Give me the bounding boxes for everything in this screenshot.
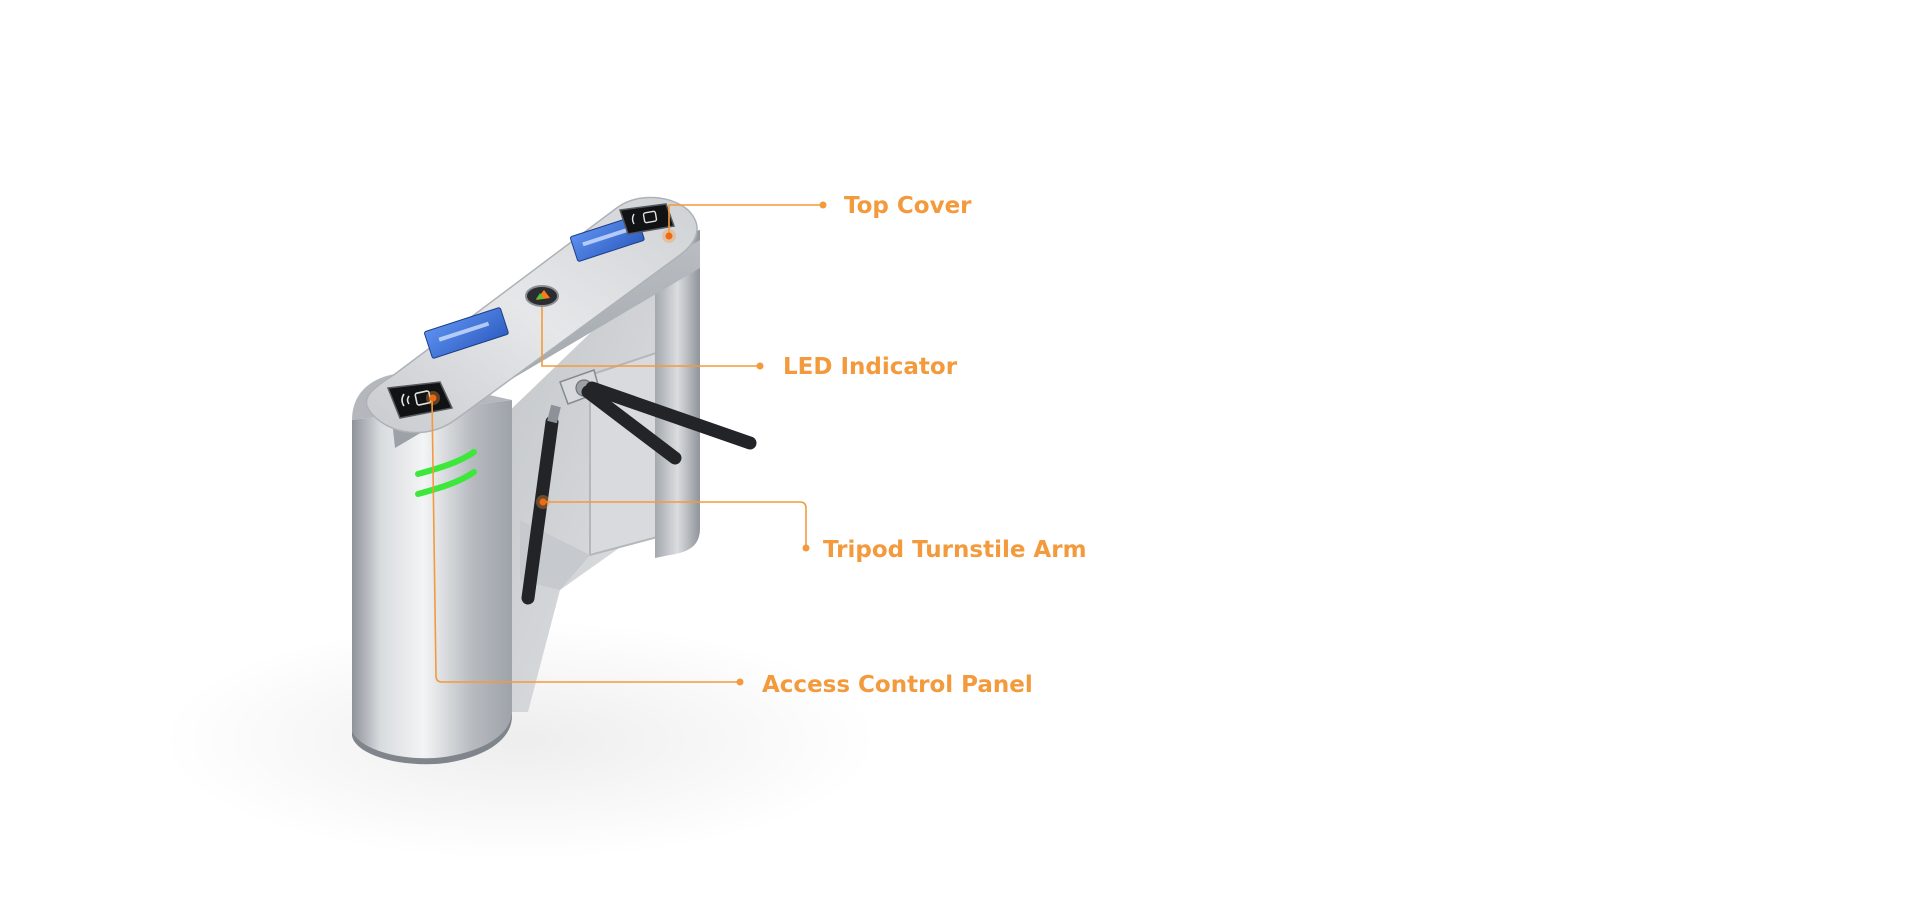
- green-light-lower: [415, 469, 477, 497]
- dot-top-cover-end: [819, 201, 827, 209]
- tripod-arms: [521, 381, 757, 605]
- floor-shadow: [160, 620, 880, 860]
- led-indicator: [525, 285, 559, 307]
- display-screen-front: [424, 307, 509, 359]
- top-cover: [365, 196, 698, 434]
- dot-led-end: [756, 362, 764, 370]
- callout-led-indicator: LED Indicator: [783, 354, 958, 380]
- leader-access-control-panel: [431, 397, 740, 683]
- inner-frame: [589, 348, 666, 557]
- card-reader-back: [619, 203, 676, 235]
- callout-top-cover: Top Cover: [844, 193, 972, 219]
- green-light-upper: [415, 449, 477, 477]
- callout-lines: [431, 204, 823, 683]
- callout-anchors: [426, 229, 676, 509]
- callout-dots: [736, 201, 827, 686]
- callout-access-control-panel: Access Control Panel: [762, 672, 1033, 698]
- leader-led-indicator: [541, 307, 760, 367]
- front-leg: [352, 400, 512, 759]
- card-reader-front: [386, 381, 454, 419]
- front-leg-base: [352, 710, 512, 765]
- back-leg: [655, 230, 700, 558]
- leader-tripod-arm: [543, 501, 807, 548]
- tripod-arm-1: [585, 381, 757, 450]
- tripod-arm-3: [521, 415, 559, 605]
- contactless-card-icon: [401, 390, 432, 407]
- contactless-card-icon: [631, 210, 658, 225]
- dot-acp-end: [736, 678, 744, 686]
- tripod-arm-2: [581, 385, 682, 465]
- arm-mount: [547, 404, 561, 424]
- dot-arm-end: [802, 544, 810, 552]
- leader-top-cover: [668, 204, 823, 234]
- callout-tripod-arm: Tripod Turnstile Arm: [823, 537, 1087, 563]
